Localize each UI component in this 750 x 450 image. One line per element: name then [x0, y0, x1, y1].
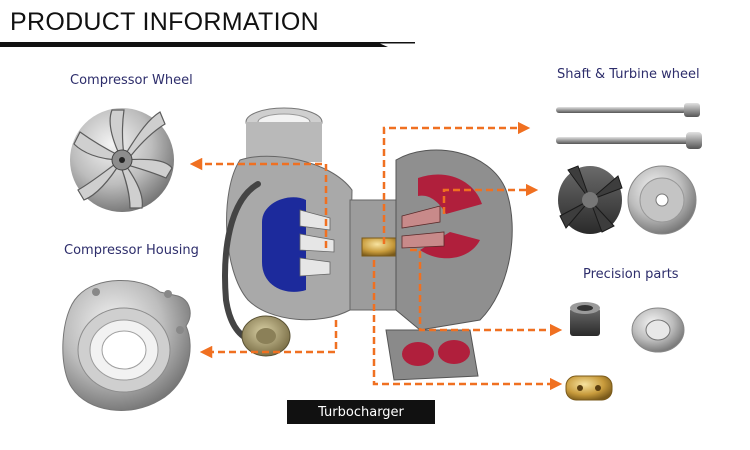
precision-parts-image [565, 302, 685, 401]
compressor-housing-image [62, 280, 191, 411]
label-precision-parts: Precision parts [583, 267, 679, 282]
caption-box: Turbocharger [287, 400, 435, 424]
leader-arrows [189, 121, 563, 391]
label-compressor-housing: Compressor Housing [64, 243, 199, 258]
arrow-to-compressor-wheel [189, 157, 328, 248]
collar-image [631, 307, 685, 353]
bushing-image [570, 302, 600, 336]
thrust-collar-image [627, 165, 697, 235]
arrow-to-turbine-wheel [442, 183, 539, 214]
turbine-wheel-image [558, 165, 623, 234]
shaft-image [556, 103, 702, 149]
arrow-to-precision-parts [410, 248, 563, 337]
page-title: PRODUCT INFORMATION [10, 8, 319, 36]
title-underline [0, 42, 415, 47]
label-compressor-wheel: Compressor Wheel [70, 73, 193, 88]
turbocharger-image [222, 107, 513, 381]
arrow-to-shaft [382, 121, 531, 244]
arrow-to-brass-bearing [372, 260, 563, 391]
label-shaft-turbine-wheel: Shaft & Turbine wheel [557, 67, 700, 82]
brass-bearing-image [565, 375, 613, 401]
compressor-wheel-image [70, 108, 174, 212]
caption-text: Turbocharger [318, 404, 404, 420]
